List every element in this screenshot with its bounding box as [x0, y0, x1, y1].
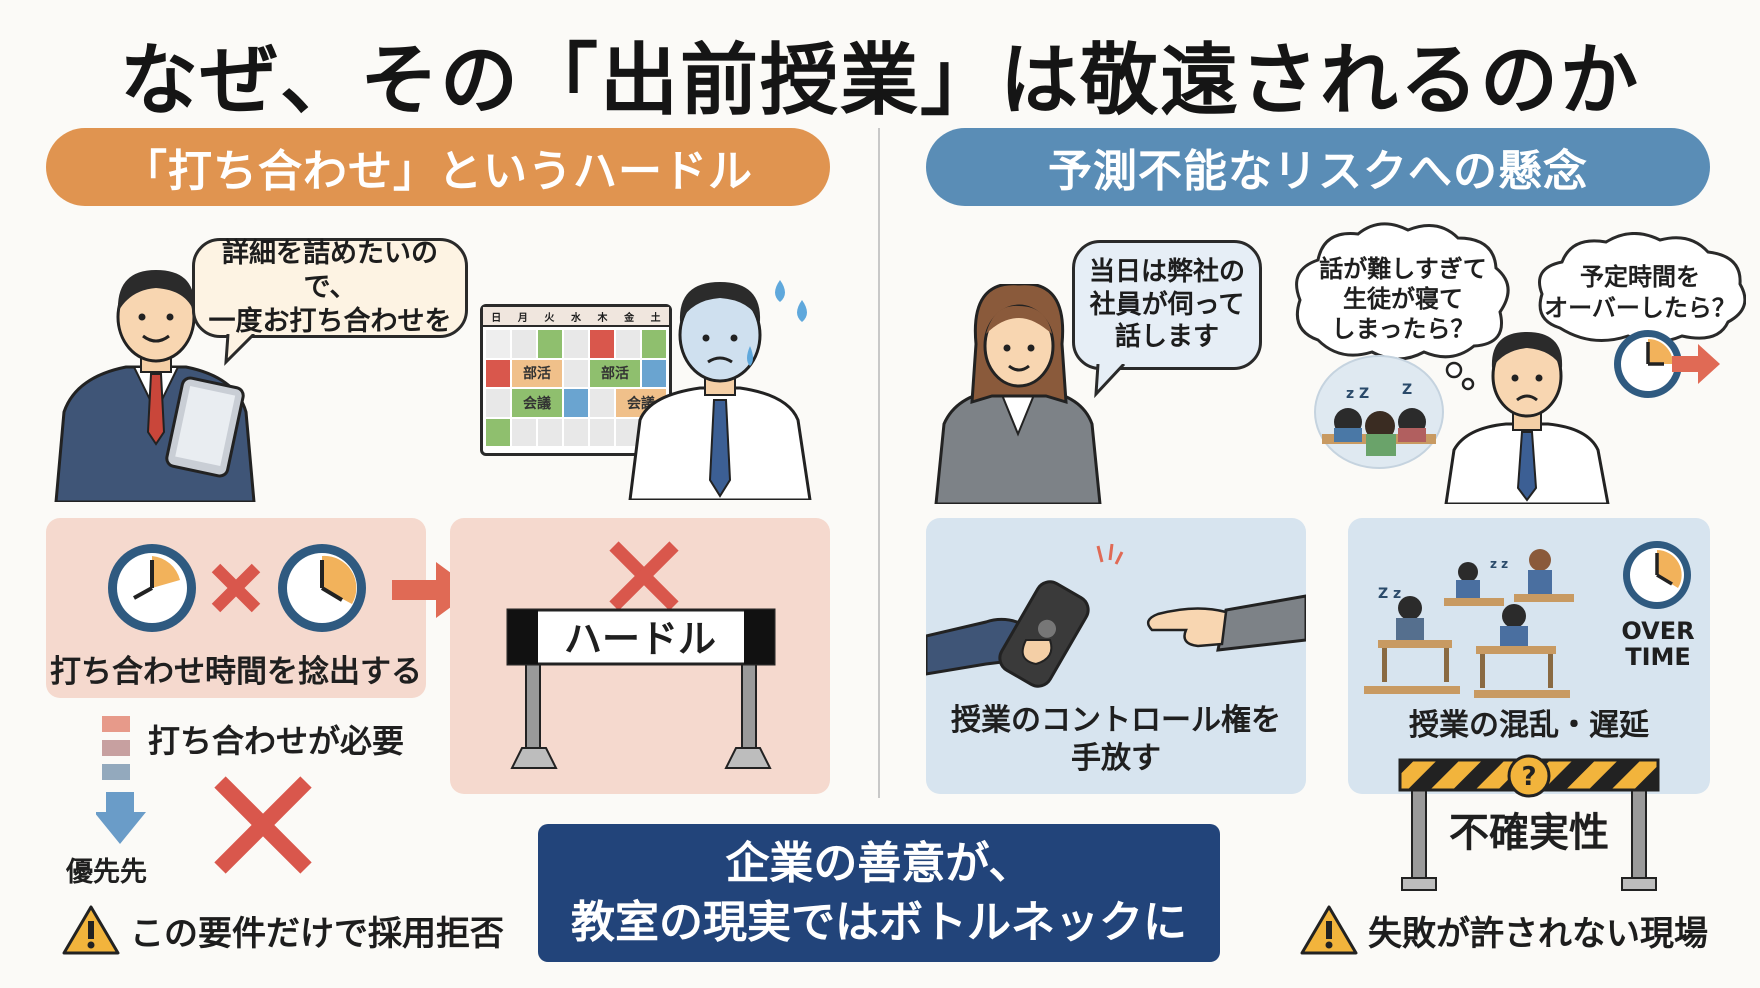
uncertainty-label: 不確実性: [1449, 810, 1609, 856]
calendar-day: 日: [491, 312, 502, 324]
warning-row-left: この要件だけで採用拒否: [62, 904, 504, 956]
panel-confusion: Z z z z OVER TIME 授業の混乱・遅延: [1348, 518, 1710, 794]
bubble-line-3: 話します: [1114, 322, 1219, 353]
warning-text-right: 失敗が許されない現場: [1368, 913, 1708, 954]
calendar-cell-club: 部活: [590, 359, 640, 387]
overtime-line-1: OVER: [1621, 617, 1695, 645]
thought-text-overtime: 予定時間を オーバーしたら？: [1540, 262, 1740, 324]
clock-icon: [1623, 541, 1691, 609]
panel-control: 授業のコントロール権を 手放す: [926, 518, 1306, 794]
label-line-2: 手放す: [1071, 740, 1161, 776]
warning-text-left: この要件だけで採用拒否: [130, 913, 504, 954]
svg-text:z z: z z: [1490, 557, 1508, 571]
bubble-tail: [1094, 364, 1126, 398]
thought-text-sleeping: 話が難しすぎて 生徒が寝て しまったら？: [1300, 254, 1506, 344]
calendar-day: 金: [624, 312, 635, 324]
cross-icon: [609, 541, 679, 611]
sleeping-students-icon: z Z Z: [1314, 355, 1444, 469]
right-section-header: 予測不能なリスクへの懸念: [926, 128, 1710, 206]
svg-text:Z: Z: [1402, 382, 1412, 398]
bubble-line-2: 一度お打ち合わせを: [208, 305, 452, 337]
cross-icon: [211, 563, 261, 613]
worried-teacher-illustration: [628, 280, 812, 500]
bubble-tail: [224, 334, 256, 366]
hurdle-icon: [506, 608, 776, 769]
thought-line-2: 生徒が寝て: [1343, 285, 1463, 313]
warning-icon: [62, 905, 120, 955]
businesswoman-illustration: [934, 284, 1102, 504]
page-title: なぜ、その「出前授業」は敬遠されるのか: [119, 36, 1640, 126]
warning-icon: [1300, 905, 1358, 955]
priority-label: 優先先: [66, 857, 147, 888]
conclusion-banner: 企業の善意が、 教室の現実ではボトルネックに: [538, 824, 1220, 962]
calendar-day: 火: [544, 312, 555, 324]
svg-text:Z z: Z z: [1378, 586, 1401, 602]
panel-label-control: 授業のコントロール権を 手放す: [926, 702, 1306, 777]
banner-line-1: 企業の善意が、: [725, 837, 1033, 889]
svg-text:z Z: z Z: [1346, 386, 1369, 402]
cross-icon: [214, 776, 312, 874]
calendar-cell-club: 部活: [512, 359, 562, 387]
panel-hurdle: ハードル: [450, 518, 830, 794]
panel-label-make-time: 打ち合わせ時間を捻出する: [50, 654, 422, 690]
thought-line-1: 予定時間を: [1580, 263, 1700, 291]
clock-icon: [108, 544, 196, 632]
thought-cloud-sleeping: [1295, 222, 1510, 361]
calendar-day: 木: [597, 312, 608, 324]
bubble-line-1: 当日は弊社の: [1088, 257, 1245, 288]
calendar-grid: 部活部活 会議会議: [483, 327, 669, 449]
worried-man-illustration: [1444, 332, 1610, 504]
panel-label-confusion: 授業の混乱・遅延: [1409, 708, 1649, 743]
clocks-cross-icon: [108, 544, 366, 632]
calendar-day: 月: [517, 312, 528, 324]
hurdle-label: ハードル: [563, 617, 716, 661]
speech-bubble-meeting-request: 詳細を詰めたいので、 一度お打ち合わせを: [192, 238, 468, 338]
left-section-header: 「打ち合わせ」というハードル: [46, 128, 830, 206]
thought-line-3: しまったら？: [1331, 315, 1475, 343]
priority-down-arrow-icon: [96, 716, 146, 844]
calendar-cell-meeting: 会議: [512, 389, 562, 417]
center-divider: [878, 128, 880, 798]
thought-line-1: 話が難しすぎて: [1319, 255, 1487, 283]
clock-overtime-icon: [1614, 330, 1720, 398]
thought-line-2: オーバーしたら？: [1544, 294, 1736, 323]
panel-meeting-time: 打ち合わせ時間を捻出する: [46, 518, 426, 698]
banner-line-2: 教室の現実ではボトルネックに: [571, 897, 1187, 948]
label-line-1: 授業のコントロール権を: [951, 703, 1281, 738]
svg-text:?: ?: [1521, 762, 1536, 792]
uncertainty-barrier-icon: ?: [1398, 754, 1660, 891]
overtime-label: OVER TIME: [1610, 618, 1706, 671]
remote-handover-icon: [926, 543, 1306, 688]
classroom-icon: Z z z z: [1364, 549, 1574, 698]
clock-icon: [278, 544, 366, 632]
need-meeting-label: 打ち合わせが必要: [148, 722, 405, 760]
bubble-line-2: 社員が伺って: [1089, 289, 1245, 320]
warning-row-right: 失敗が許されない現場: [1300, 904, 1708, 956]
overtime-line-2: TIME: [1625, 643, 1691, 672]
speech-bubble-company-staff: 当日は弊社の 社員が伺って 話します: [1072, 240, 1262, 370]
bubble-line-1: 詳細を詰めたいので、: [222, 238, 438, 304]
calendar-header: 日 月 火 水 木 金 土: [483, 307, 669, 327]
calendar-day: 水: [570, 312, 581, 324]
calendar-day: 土: [650, 312, 661, 324]
